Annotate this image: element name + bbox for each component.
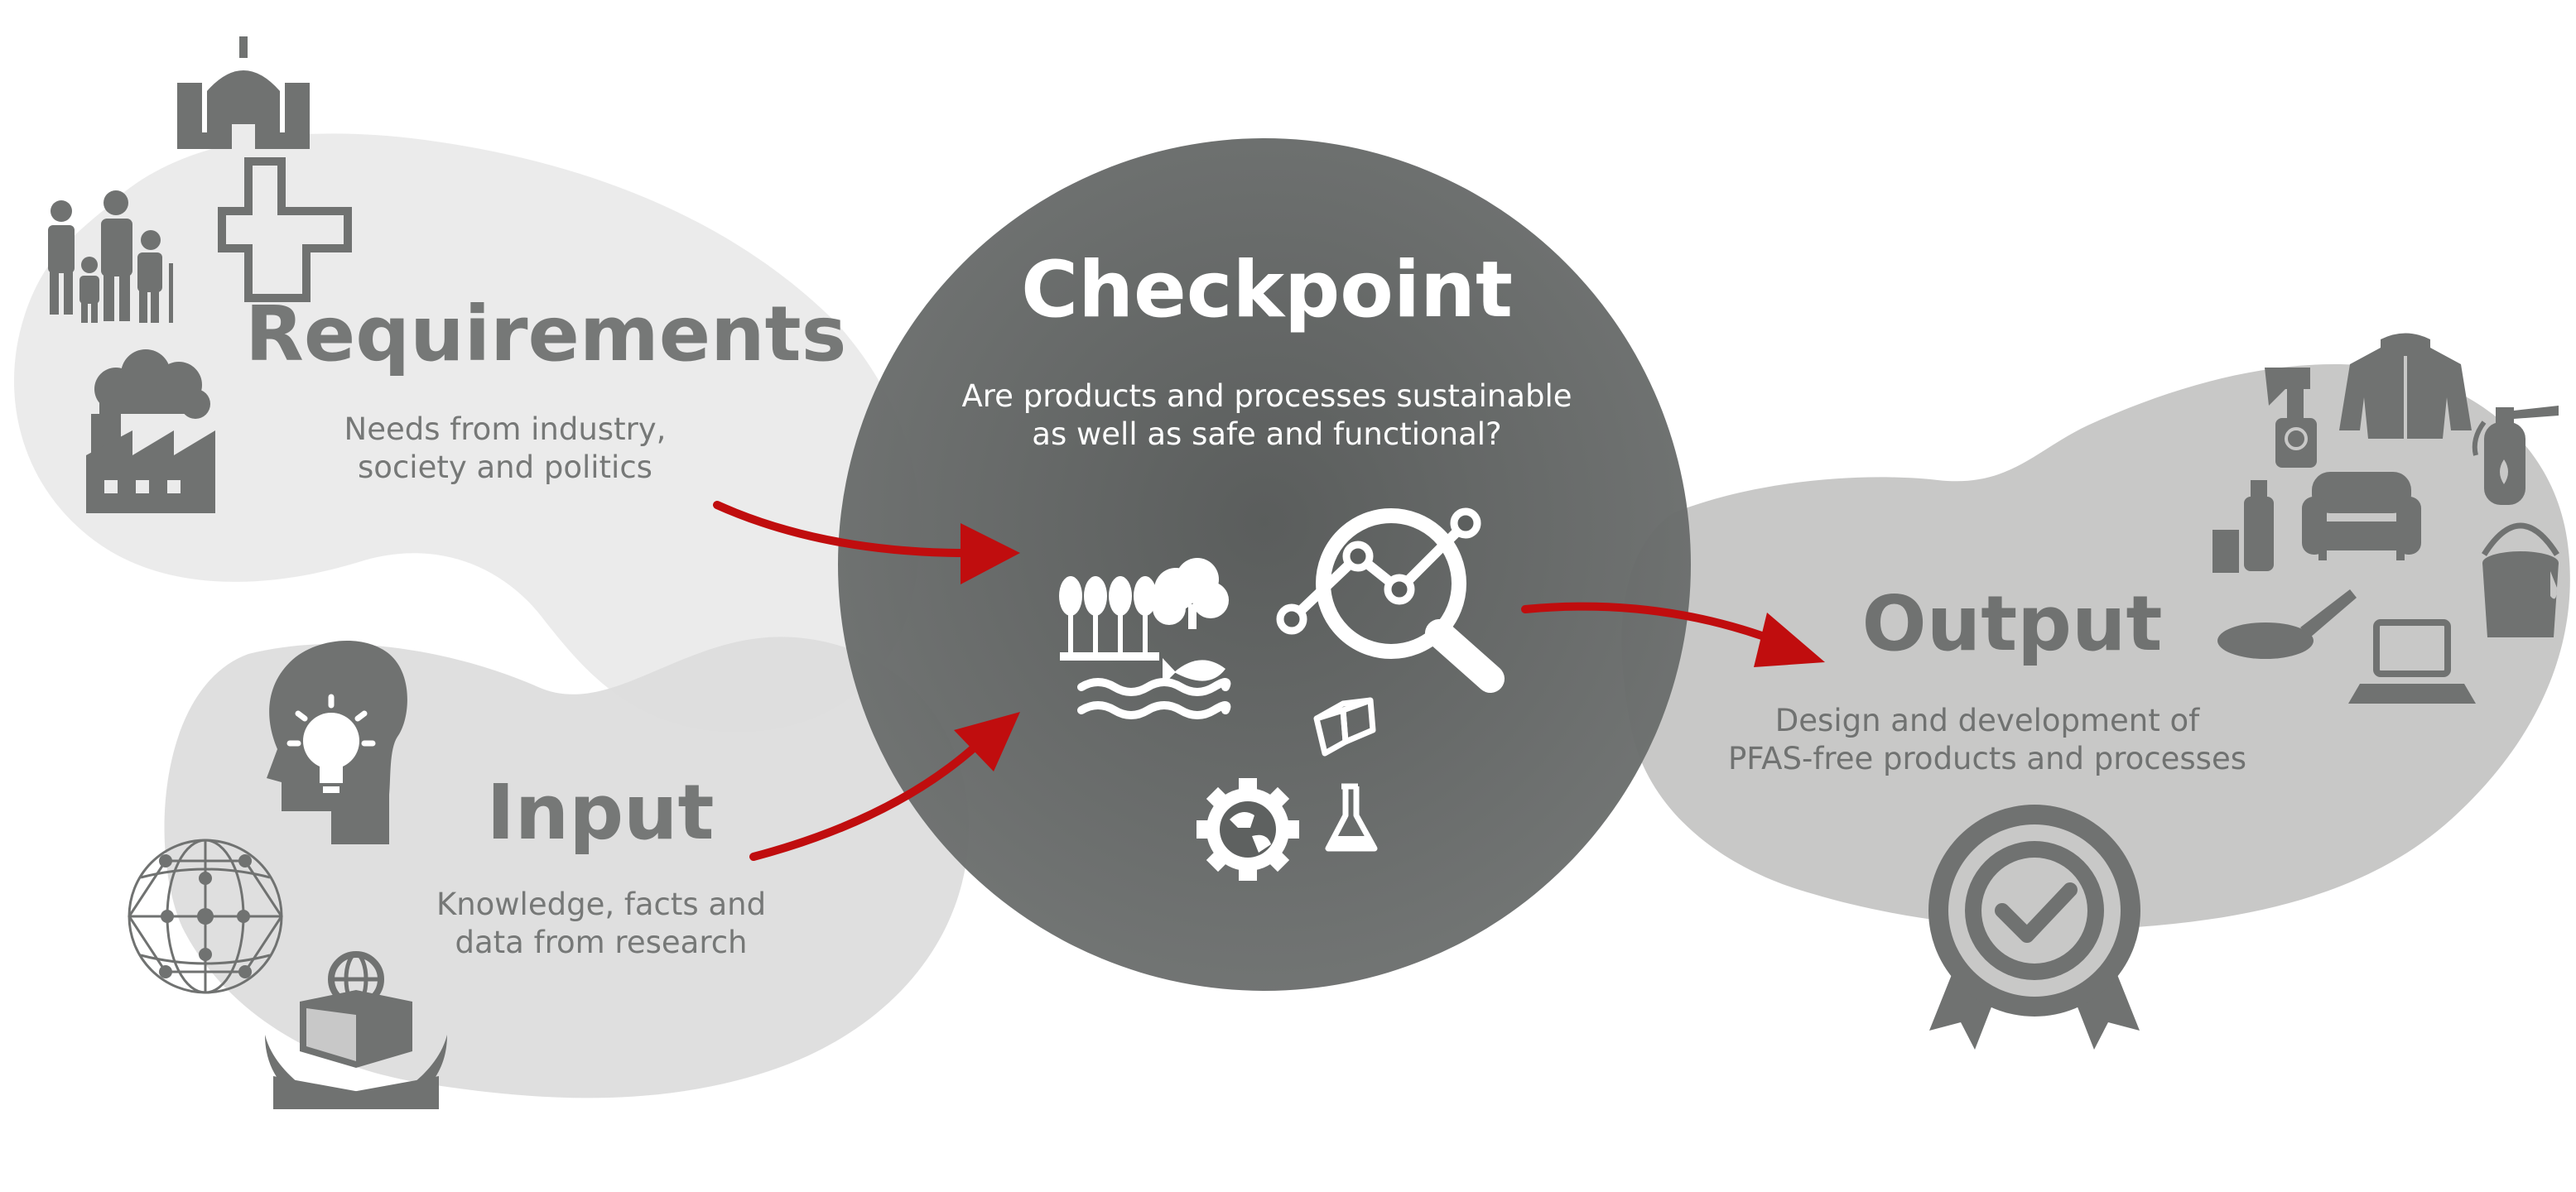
requirements-title: Requirements xyxy=(245,290,847,378)
input-arrow xyxy=(749,712,1020,861)
network-globe-icon xyxy=(128,839,283,994)
output-arrow xyxy=(1521,602,1825,667)
gear-globe-icon xyxy=(1197,778,1299,881)
checkpoint-line-1: Are products and processes sustainable xyxy=(961,378,1572,414)
crops-icon xyxy=(1059,576,1159,661)
jacket-icon xyxy=(2339,333,2472,439)
hands-globe-box-icon xyxy=(265,951,447,1109)
paint-bucket-icon xyxy=(2482,522,2559,637)
frying-pan-icon xyxy=(2217,589,2357,659)
head-lightbulb-icon xyxy=(267,640,407,844)
bottles-icon xyxy=(2212,480,2274,573)
requirements-description: Needs from industry, society and politic… xyxy=(298,411,712,488)
output-line-1: Design and development of xyxy=(1774,703,2200,738)
tree-icon xyxy=(1153,558,1229,629)
requirements-blob xyxy=(13,133,921,733)
flask-icon xyxy=(1325,783,1378,852)
checkpoint-line-2: as well as safe and functional? xyxy=(1032,416,1502,453)
input-line-1: Knowledge, facts and xyxy=(436,887,767,922)
checkpoint-circle xyxy=(838,138,1691,991)
sofa-icon xyxy=(2302,472,2421,560)
factory-icon xyxy=(86,349,215,513)
requirements-line-2: society and politics xyxy=(358,449,652,486)
cube-icon xyxy=(1313,697,1376,757)
medical-cross-icon xyxy=(218,157,352,302)
fire-extinguisher-icon xyxy=(2472,406,2559,505)
laptop-icon xyxy=(2348,619,2476,704)
output-title: Output xyxy=(1861,579,2163,668)
requirements-line-1: Needs from industry, xyxy=(344,411,667,447)
input-line-2: data from research xyxy=(455,925,748,961)
spray-bottle-icon xyxy=(2265,368,2317,468)
building-icon xyxy=(177,36,310,157)
family-icon xyxy=(48,190,173,323)
input-description: Knowledge, facts and data from research xyxy=(394,886,808,963)
checkpoint-description: Are products and processes sustainable a… xyxy=(936,377,1598,454)
output-line-2: PFAS-free products and processes xyxy=(1727,741,2246,777)
output-description: Design and development of PFAS-free prod… xyxy=(1689,702,2285,779)
checkpoint-title: Checkpoint xyxy=(1021,245,1513,335)
award-badge-icon xyxy=(1928,805,2140,1050)
fish-water-icon xyxy=(1077,658,1231,719)
input-title: Input xyxy=(486,768,715,857)
magnifier-chart-icon xyxy=(1276,507,1505,693)
requirements-arrow xyxy=(713,501,1020,584)
